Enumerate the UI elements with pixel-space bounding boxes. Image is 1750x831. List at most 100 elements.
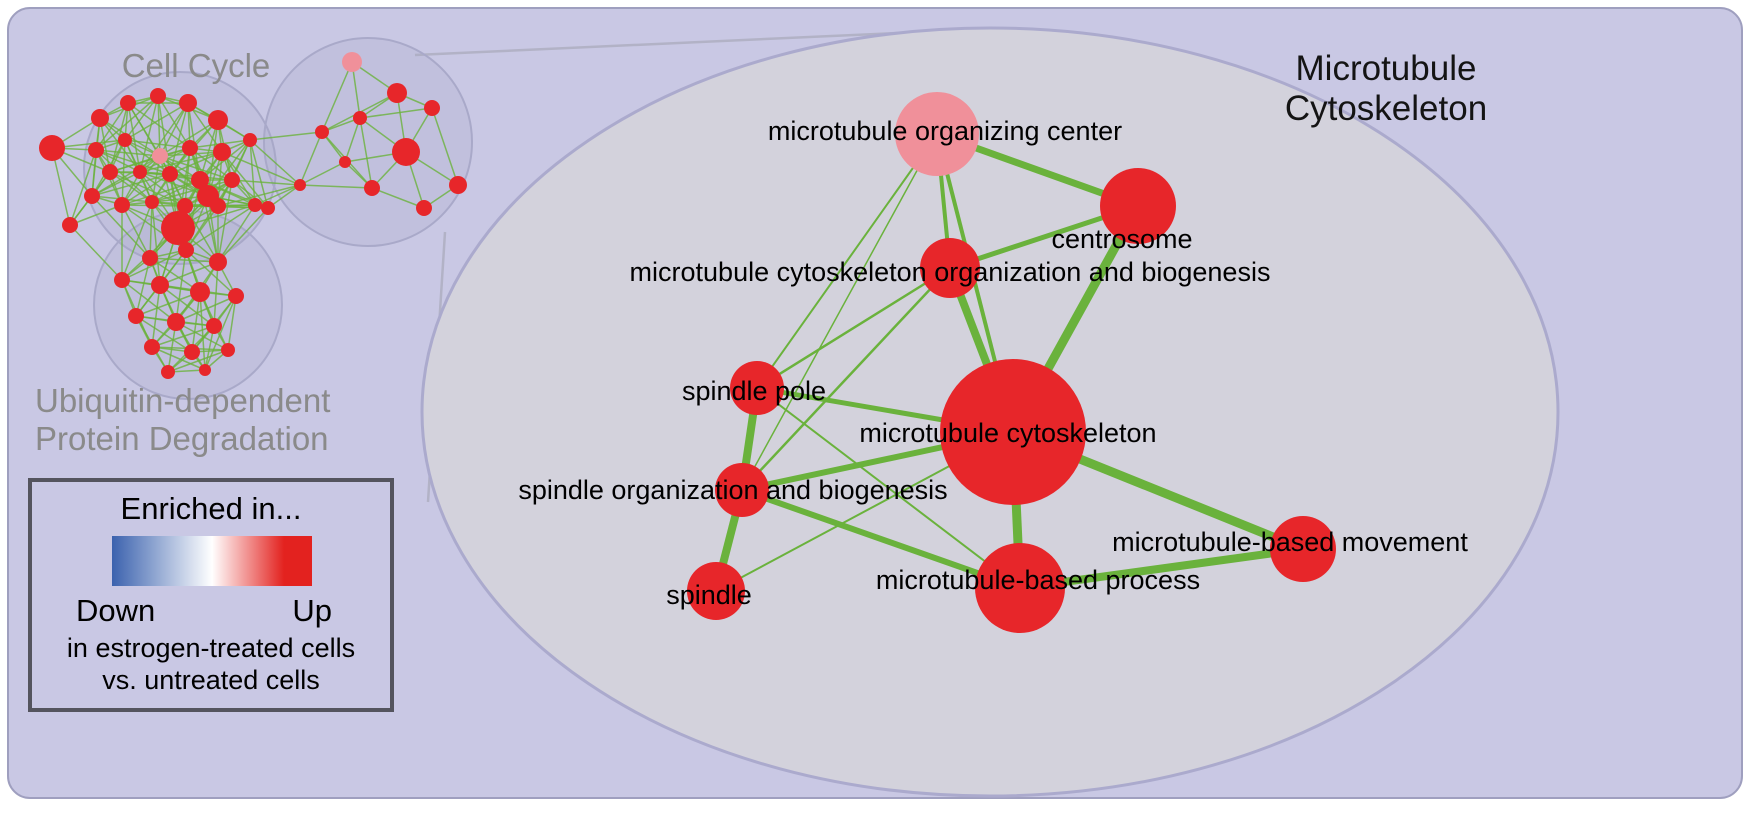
overview-node (128, 308, 144, 324)
overview-network (39, 37, 473, 400)
edge-spindle-pole--microtubule-based-process (756, 387, 1021, 589)
legend-down-label: Down (76, 593, 155, 628)
overview-edge (139, 95, 159, 173)
overview-edge (159, 284, 215, 327)
node-centrosome (1100, 168, 1176, 244)
overview-edge (185, 204, 256, 251)
overview-edge (151, 179, 233, 203)
overview-edge (175, 295, 237, 323)
overview-node (243, 133, 257, 147)
overview-edge (124, 139, 191, 149)
overview-edge (371, 187, 425, 209)
overview-edge (249, 139, 269, 209)
overview-node (167, 313, 185, 331)
overview-node (208, 110, 228, 130)
overview-edge (431, 107, 459, 186)
overview-node (162, 166, 178, 182)
overview-node (144, 339, 160, 355)
overview-edge (121, 204, 151, 259)
overview-edge (217, 179, 233, 263)
overview-node (199, 364, 211, 376)
overview-node (39, 135, 65, 161)
legend-caption-line2: vs. untreated cells (102, 665, 320, 695)
overview-edge (151, 346, 206, 371)
overview-edge (221, 151, 269, 209)
overview-edge (175, 249, 187, 323)
overview-node (182, 140, 198, 156)
edge-microtubule-cytoskeleton-organization-and-biogenesis--spindle-pole (756, 266, 951, 390)
overview-node (151, 276, 169, 294)
overview-edge (91, 173, 171, 197)
overview-edge (299, 184, 373, 189)
overview-node (248, 198, 262, 212)
overview-edge (121, 249, 187, 281)
overview-edge (249, 131, 323, 141)
overview-edge (95, 149, 141, 173)
zoom-title-line2: Cytoskeleton (1285, 89, 1487, 128)
overview-node (88, 142, 104, 158)
overview-node (315, 125, 329, 139)
overview-edge (149, 201, 153, 259)
edge-microtubule-cytoskeleton-organization-and-biogenesis--spindle-organization-and-biogenesis (741, 267, 951, 491)
overview-node (133, 165, 147, 179)
overview-node (206, 318, 222, 334)
overview-edge (121, 201, 153, 281)
overview-node (114, 272, 130, 288)
zoom-title-line1: Microtubule (1296, 49, 1477, 88)
overview-edge (191, 291, 201, 353)
overview-node (353, 111, 367, 125)
overview-node (224, 172, 240, 188)
legend-title: Enriched in... (121, 491, 302, 526)
node-label-spindle: spindle (666, 580, 752, 610)
edge-spindle-organization-and-biogenesis--microtubule-based-process (741, 487, 1021, 591)
overview-edge (299, 161, 346, 186)
overview-edge (359, 117, 373, 189)
legend-up-label: Up (292, 593, 332, 628)
cluster-label-ubiquitin-line1: Ubiquitin-dependent (35, 382, 330, 419)
node-microtubule-cytoskeleton-organization-and-biogenesis (920, 238, 980, 298)
overview-node (62, 217, 78, 233)
overview-edge (175, 321, 229, 351)
overview-node (102, 164, 118, 180)
overview-edge (185, 205, 219, 251)
node-microtubule-based-movement (1270, 516, 1336, 582)
overview-edge (99, 117, 141, 173)
overview-edge (167, 349, 229, 373)
edge-microtubule-organizing-center--spindle-pole (756, 133, 938, 389)
overview-edge (157, 95, 161, 157)
legend-box (28, 478, 394, 712)
overview-edge (99, 117, 111, 173)
overview-node (364, 180, 380, 196)
overview-edge (151, 201, 161, 286)
overview-node (114, 197, 130, 213)
overview-edge (91, 195, 151, 259)
overview-edge (69, 204, 123, 226)
overview-node (184, 344, 200, 360)
overview-edge (221, 151, 301, 186)
overview-node (261, 201, 275, 215)
node-microtubule-cytoskeleton (940, 359, 1086, 505)
overview-edge (139, 171, 186, 207)
overview-node (84, 188, 100, 204)
overview-edge (321, 61, 353, 133)
overview-node (213, 143, 231, 161)
overview-node (161, 365, 175, 379)
overview-edge (51, 147, 71, 226)
overview-edge (189, 147, 233, 181)
overview-edge (151, 284, 161, 348)
overview-node (161, 211, 195, 245)
overview-node (392, 138, 420, 166)
overview-node (387, 83, 407, 103)
overview-edge (231, 179, 301, 186)
overview-edge (127, 102, 141, 173)
overview-edge (299, 131, 323, 186)
overview-edge (95, 149, 161, 157)
overview-node (449, 176, 467, 194)
node-spindle-organization-and-biogenesis (715, 463, 769, 517)
node-label-microtubule-based-process: microtubule-based process (876, 565, 1200, 595)
node-label-microtubule-based-movement: microtubule-based movement (1112, 527, 1468, 557)
overview-edge (344, 117, 361, 163)
overview-edge (124, 102, 189, 141)
